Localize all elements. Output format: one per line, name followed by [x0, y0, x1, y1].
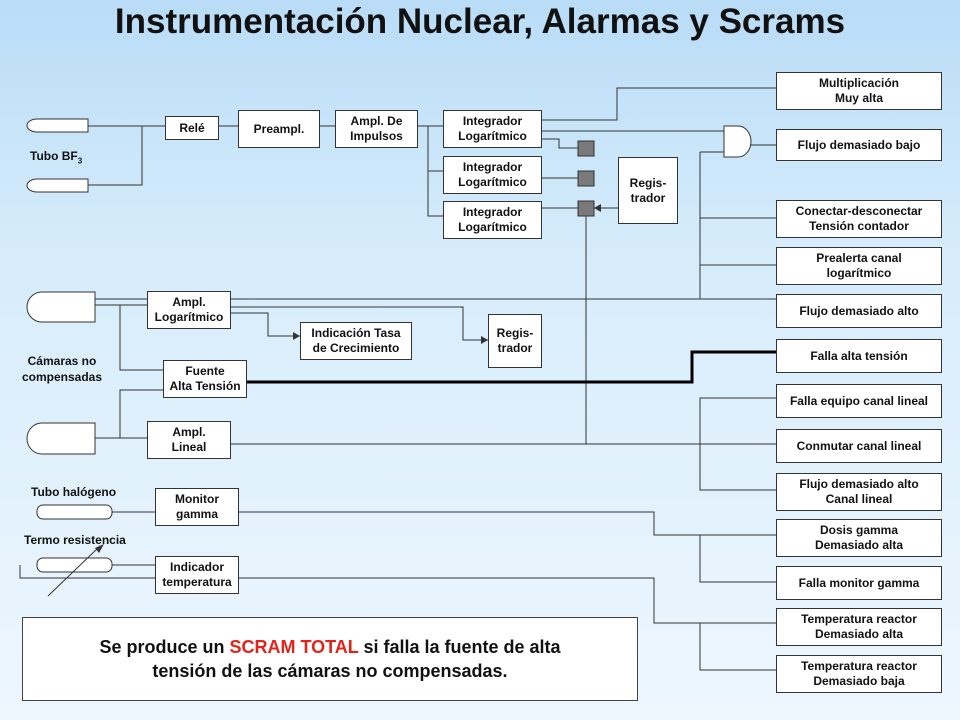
- bf3-tube-1: [26, 118, 89, 133]
- label-termo-resistencia: Termo resistencia: [24, 533, 126, 547]
- chamber-2: [26, 422, 96, 455]
- rele-block: Relé: [165, 116, 219, 140]
- scram-total-highlight: SCRAM TOTAL: [229, 637, 359, 657]
- arrow-icon: [95, 544, 104, 553]
- scram-note-line-2: tensión de las cámaras no compensadas.: [152, 661, 508, 681]
- halogen-tube: [36, 504, 113, 520]
- preampl-block: Preampl.: [238, 110, 320, 148]
- switch-2: [577, 170, 595, 187]
- high-tension-line: [247, 350, 776, 384]
- scram-note-line-1: Se produce un SCRAM TOTAL si falla la fu…: [99, 637, 561, 657]
- registrador-block-1: Regis-trador: [618, 157, 678, 224]
- ampl-lineal-block: Ampl.Lineal: [147, 421, 231, 459]
- switch-1: [577, 140, 595, 157]
- alarm-box: Flujo demasiado bajo: [776, 129, 942, 161]
- chamber-1: [26, 291, 96, 323]
- alarm-box: Flujo demasiado alto: [776, 294, 942, 328]
- arrow-icon: [594, 204, 601, 212]
- arrow-icon: [293, 332, 300, 340]
- label-tubo-bf3: Tubo BF3: [30, 149, 83, 166]
- page-title: Instrumentación Nuclear, Alarmas y Scram…: [114, 2, 846, 41]
- label-tubo-halogeno: Tubo halógeno: [31, 485, 117, 499]
- scram-note: Se produce un SCRAM TOTAL si falla la fu…: [22, 617, 638, 701]
- arrow-icon: [481, 336, 488, 344]
- and-gate: [723, 125, 752, 158]
- bf3-tube-2: [26, 178, 89, 193]
- registrador-block-2: Regis-trador: [488, 314, 542, 368]
- ampl-log-block: Ampl.Logarítmico: [147, 291, 231, 329]
- alarm-box: Falla equipo canal lineal: [776, 384, 942, 418]
- alarm-box: Falla alta tensión: [776, 339, 942, 373]
- alarm-box: Conmutar canal lineal: [776, 429, 942, 463]
- alarm-box: Falla monitor gamma: [776, 566, 942, 600]
- switch-3: [577, 200, 595, 217]
